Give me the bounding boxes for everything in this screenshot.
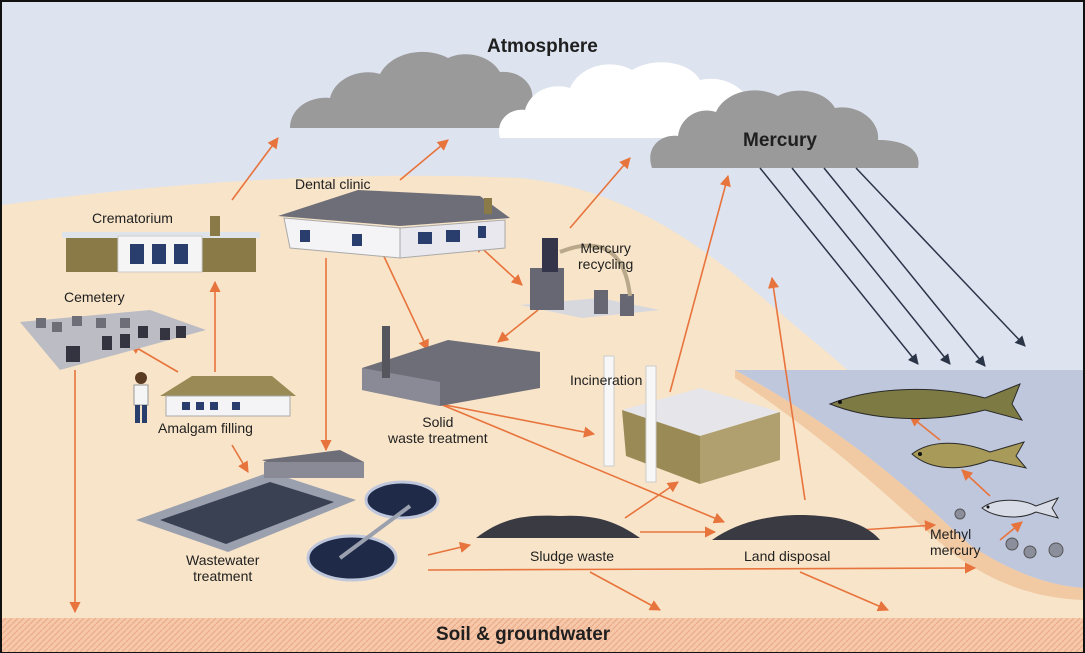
wastewater-treatment-plant [136,450,440,582]
mercury-recycling-label-line2: recycling [578,256,634,273]
mercury-droplets [954,508,1064,559]
incineration-label: Incineration [570,372,643,388]
water-area [735,370,1083,588]
cloud-mercury [650,90,919,168]
dental-clinic-label: Dental clinic [295,176,371,192]
dental-clinic-building [278,190,510,259]
perch-fish [911,441,1028,469]
cemetery-label: Cemetery [64,289,125,305]
solid-waste-label-line2: waste treatment [388,430,488,447]
wastewater-label: Wastewater treatment [186,552,259,584]
crematorium-building [62,216,260,273]
sludge-waste-label: Sludge waste [530,548,615,564]
crematorium-label: Crematorium [92,210,173,226]
mercury-label: Mercury [743,130,817,151]
wastewater-label-line1: Wastewater [186,552,260,568]
solid-waste-treatment-plant [362,326,540,406]
small-fish [981,497,1060,519]
mercury-deposition-arrows [759,167,1026,367]
shoreline [735,370,1083,600]
cloud-left [290,51,552,128]
land-disposal-label: Land disposal [744,548,831,564]
person-figure [133,372,149,423]
solid-waste-label-line1: Solid [422,414,454,430]
pike-fish [828,383,1024,421]
sludge-pile [476,515,640,538]
solid-waste-label: Solid waste treatment [388,414,488,446]
amalgam-filling-label: Amalgam filling [158,420,253,436]
soil-band [2,618,1083,652]
land-disposal-pile [712,515,880,540]
methyl-mercury-label-line1: Methyl [930,526,972,542]
mercury-recycling-label: Mercury recycling [578,240,633,272]
mercury-recycling-plant [520,238,660,318]
soil-groundwater-label: Soil & groundwater [436,624,611,645]
wastewater-label-line2: treatment [193,568,253,585]
atmosphere-label: Atmosphere [487,36,598,57]
mercury-recycling-label-line1: Mercury [580,240,631,256]
cemetery [20,310,206,370]
amalgam-filling-house [160,376,296,417]
methyl-mercury-label-line2: mercury [930,542,981,559]
methyl-mercury-label: Methyl mercury [930,526,981,558]
incineration-plant [603,355,780,484]
flow-arrows [69,137,1023,614]
